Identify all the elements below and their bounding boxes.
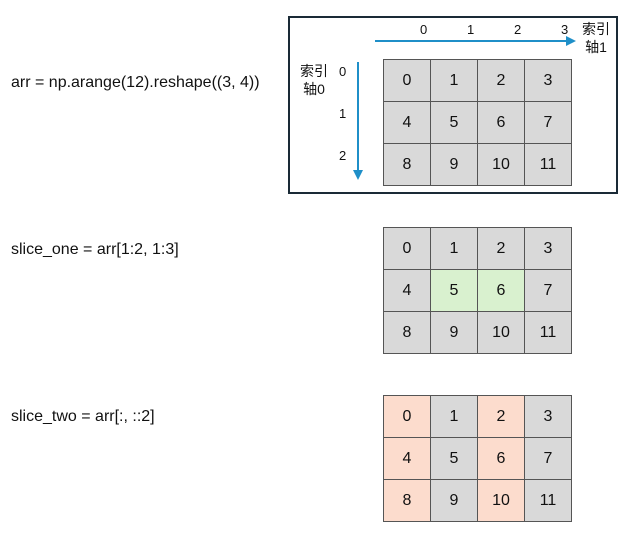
array-cell: 8 <box>384 312 431 354</box>
axis1-arrow <box>375 36 576 46</box>
array-cell: 9 <box>431 144 478 186</box>
array-cell: 11 <box>525 480 572 522</box>
array-cell: 10 <box>478 144 525 186</box>
axis0-tick-1: 1 <box>339 106 347 121</box>
axis1-tick-0: 0 <box>420 22 428 37</box>
axes-frame <box>288 16 618 194</box>
array-cell: 8 <box>384 144 431 186</box>
array-cell: 2 <box>478 396 525 438</box>
axis1-tick-1: 1 <box>467 22 475 37</box>
array-cell: 2 <box>478 228 525 270</box>
array-cell: 5 <box>431 438 478 480</box>
axis0-label-line2: 轴0 <box>303 81 325 97</box>
array-cell: 6 <box>478 438 525 480</box>
axis0-label: 索引 轴0 <box>296 62 332 98</box>
array-cell: 5 <box>431 270 478 312</box>
array-cell: 10 <box>478 480 525 522</box>
array-cell: 8 <box>384 480 431 522</box>
array-cell: 4 <box>384 438 431 480</box>
array-cell: 4 <box>384 270 431 312</box>
array-cell: 9 <box>431 480 478 522</box>
code-line-slice-two: slice_two = arr[:, ::2] <box>11 408 155 425</box>
array-cell: 6 <box>478 102 525 144</box>
array-cell: 0 <box>384 60 431 102</box>
array-cell: 0 <box>384 396 431 438</box>
axis1-label-line1: 索引 <box>582 21 610 37</box>
axis0-label-line1: 索引 <box>300 63 328 79</box>
array-cell: 2 <box>478 60 525 102</box>
array-cell: 9 <box>431 312 478 354</box>
array-cell: 0 <box>384 228 431 270</box>
axis1-tick-3: 3 <box>561 22 569 37</box>
axis1-tick-2: 2 <box>514 22 522 37</box>
array-cell: 1 <box>431 228 478 270</box>
array-cell: 3 <box>525 396 572 438</box>
array-cell: 1 <box>431 60 478 102</box>
array-cell: 11 <box>525 144 572 186</box>
array-cell: 3 <box>525 60 572 102</box>
array-cell: 5 <box>431 102 478 144</box>
axis0-arrow <box>353 62 363 180</box>
array-cell: 7 <box>525 102 572 144</box>
code-line-arr: arr = np.arange(12).reshape((3, 4)) <box>11 74 260 91</box>
array-cell: 4 <box>384 102 431 144</box>
axis1-label: 索引 轴1 <box>578 20 614 56</box>
axis0-tick-2: 2 <box>339 148 347 163</box>
array-cell: 10 <box>478 312 525 354</box>
array-cell: 11 <box>525 312 572 354</box>
array-cell: 7 <box>525 270 572 312</box>
array-cell: 3 <box>525 228 572 270</box>
code-line-slice-one: slice_one = arr[1:2, 1:3] <box>11 241 179 258</box>
array-cell: 6 <box>478 270 525 312</box>
axis1-label-line2: 轴1 <box>585 39 607 55</box>
axis0-tick-0: 0 <box>339 64 347 79</box>
array-cell: 1 <box>431 396 478 438</box>
array-cell: 7 <box>525 438 572 480</box>
